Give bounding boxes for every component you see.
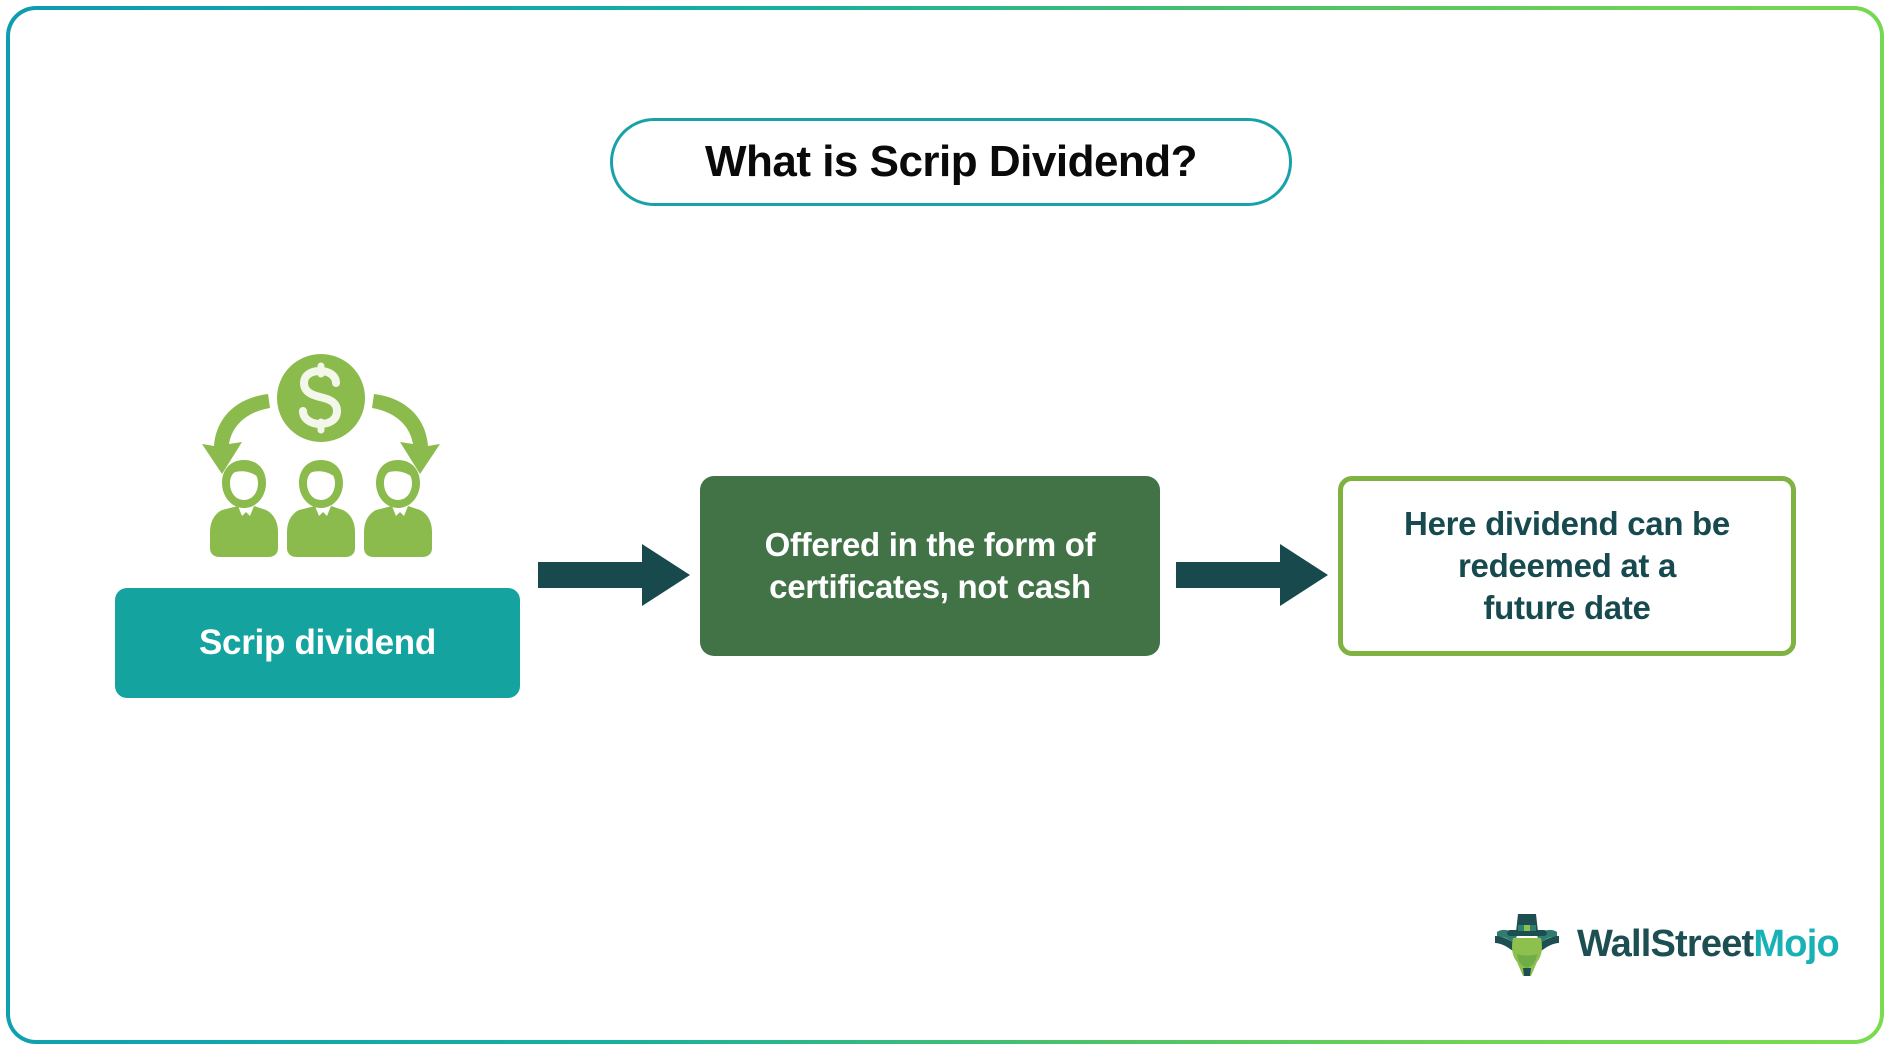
page-frame: What is Scrip Dividend? [6, 6, 1884, 1044]
three-shareholders-icon [196, 350, 446, 575]
infographic-canvas: What is Scrip Dividend? [10, 10, 1880, 1040]
brand-logo: WallStreetMojo [1493, 910, 1840, 978]
right-arrow-icon [1176, 544, 1328, 606]
step-two-line-2: certificates, not cash [769, 568, 1091, 605]
page-title-pill: What is Scrip Dividend? [610, 118, 1292, 206]
dollar-coin-icon [277, 354, 365, 442]
diagram-stage: Scrip dividend Offered in the form of ce… [10, 10, 1880, 1040]
brand-name-part-two: Mojo [1753, 922, 1839, 965]
step-three-line-2: redeemed at a [1457, 546, 1677, 584]
brand-name-part-one: WallStreet [1577, 922, 1754, 965]
distribution-arrows-icon [202, 394, 440, 474]
step-three-box: Here dividend can be redeemed at a futur… [1338, 476, 1796, 656]
page-title: What is Scrip Dividend? [704, 137, 1198, 186]
bull-top-hat-logo-icon [1493, 910, 1561, 978]
step-three-line-3: future date [1483, 589, 1651, 627]
step-one-box: Scrip dividend [115, 588, 520, 698]
right-arrow-icon [538, 544, 690, 606]
brand-wordmark: WallStreetMojo [1577, 922, 1840, 966]
step-one-label: Scrip dividend [199, 623, 436, 662]
step-two-line-1: Offered in the form of [764, 526, 1096, 564]
step-three-line-1: Here dividend can be [1404, 504, 1730, 542]
step-two-box: Offered in the form of certificates, not… [700, 476, 1160, 656]
